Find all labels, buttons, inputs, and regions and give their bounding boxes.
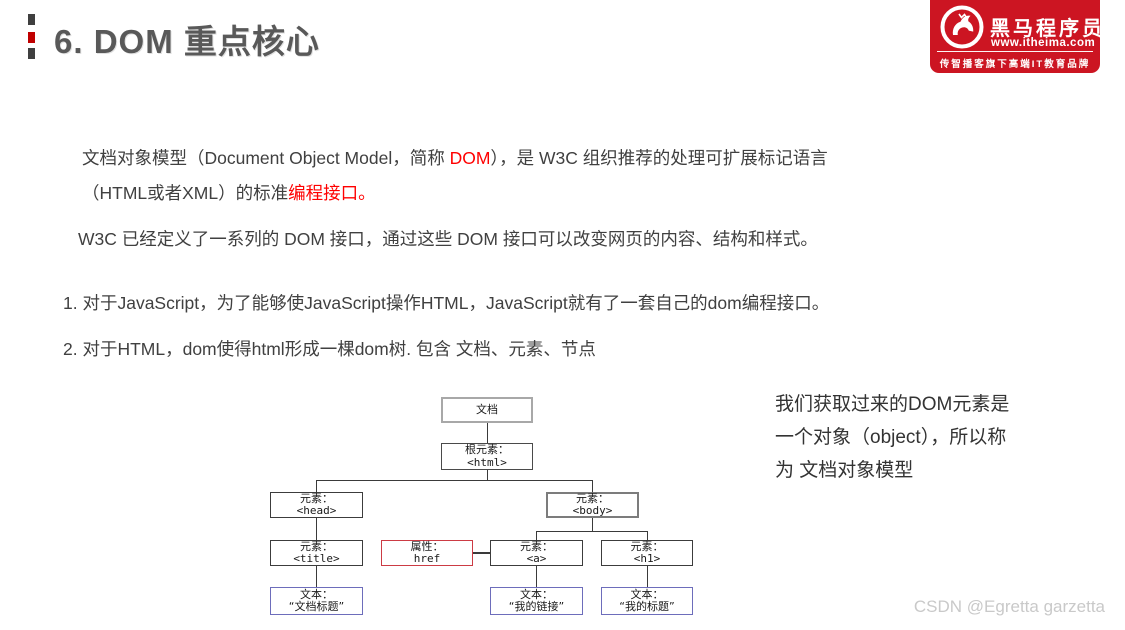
connector-href-a xyxy=(473,552,490,554)
node-document: 文档 xyxy=(441,397,533,423)
connector-h1-text xyxy=(647,566,648,587)
node-head-tag: <head> xyxy=(296,504,337,517)
node-text-doc-title-value: “文档标题” xyxy=(288,600,345,613)
dom-tree-diagram: 文档 根元素： <html> 元素： <head> 元素： <body> 元素：… xyxy=(260,390,705,626)
list-item-html: 2. 对于HTML，dom使得html形成一棵dom树. 包含 文档、元素、节点 xyxy=(63,339,596,359)
logo-divider xyxy=(937,51,1093,52)
side-note-line2: 一个对象（object），所以称 xyxy=(775,427,1007,448)
logo-url-text: www.itheima.com xyxy=(991,37,1096,49)
node-text-doc-title-label: 文本： xyxy=(300,587,333,601)
intro-line1-pre: 文档对象模型（Document Object Model，简称 xyxy=(82,148,450,168)
node-href-value: href xyxy=(413,552,441,565)
connector-head-title xyxy=(316,518,317,540)
node-text-doc-title: 文本： “文档标题” xyxy=(270,587,363,615)
node-document-label: 文档 xyxy=(476,402,498,416)
w3c-paragraph: W3C 已经定义了一系列的 DOM 接口，通过这些 DOM 接口可以改变网页的内… xyxy=(78,229,818,249)
intro-paragraph: 文档对象模型（Document Object Model，简称 DOM），是 W… xyxy=(82,141,828,211)
node-text-my-heading-value: “我的标题” xyxy=(619,600,675,613)
node-html-label: 根元素： xyxy=(465,443,509,456)
title-bullet-square-bottom xyxy=(28,48,35,59)
node-title-label: 元素： xyxy=(300,539,333,553)
node-root-html: 根元素： <html> xyxy=(441,443,533,470)
connector-h1-up xyxy=(647,531,648,540)
node-h1-tag: <h1> xyxy=(633,552,661,565)
connector-body-up xyxy=(592,480,593,492)
connector-head-up xyxy=(316,480,317,492)
intro-line2-red: 编程接口。 xyxy=(288,183,376,203)
csdn-watermark: CSDN @Egretta garzetta xyxy=(913,597,1105,616)
node-anchor: 元素： <a> xyxy=(490,540,583,566)
side-note-line1: 我们获取过来的DOM元素是 xyxy=(775,394,1010,415)
node-h1-label: 元素： xyxy=(630,539,664,553)
logo-brand-text: 黑马程序员 xyxy=(990,18,1105,40)
node-html-tag: <html> xyxy=(467,455,507,469)
side-note-line3: 为 文档对象模型 xyxy=(775,460,914,481)
connector-row2-horizontal xyxy=(536,531,648,532)
side-note: 我们获取过来的DOM元素是 一个对象（object），所以称 为 文档对象模型 xyxy=(775,388,1009,487)
title-bullet-square-middle xyxy=(28,32,35,43)
intro-line-2: （HTML或者XML）的标准编程接口。 xyxy=(82,176,828,211)
node-text-my-heading-label: 文本： xyxy=(630,587,664,601)
node-text-my-link-label: 文本： xyxy=(520,587,553,601)
connector-a-up xyxy=(536,531,537,540)
connector-doc-html xyxy=(487,423,488,443)
node-body-label: 元素： xyxy=(576,491,609,505)
itheima-logo: 黑马程序员 www.itheima.com 传智播客旗下高端IT教育品牌 xyxy=(930,0,1102,73)
connector-a-text xyxy=(536,566,537,587)
node-href-label: 属性： xyxy=(410,539,444,553)
list-item-javascript: 1. 对于JavaScript，为了能够使JavaScript操作HTML，Ja… xyxy=(63,293,830,313)
page-title: 6. DOM 重点核心 xyxy=(54,23,320,60)
node-text-my-link: 文本： “我的链接” xyxy=(490,587,583,615)
node-anchor-tag: <a> xyxy=(526,552,547,565)
connector-body-down xyxy=(592,518,593,531)
node-text-my-link-value: “我的链接” xyxy=(508,600,565,613)
node-body: 元素： <body> xyxy=(546,492,639,518)
node-attribute-href: 属性： href xyxy=(381,540,473,566)
node-head: 元素： <head> xyxy=(270,492,363,518)
horse-head-icon xyxy=(940,5,984,49)
node-title: 元素： <title> xyxy=(270,540,363,566)
connector-html-down xyxy=(487,470,488,480)
intro-line-1: 文档对象模型（Document Object Model，简称 DOM），是 W… xyxy=(82,141,828,176)
node-head-label: 元素： xyxy=(300,491,333,505)
connector-title-text xyxy=(316,566,317,587)
node-title-tag: <title> xyxy=(293,552,340,565)
connector-row1-horizontal xyxy=(316,480,593,481)
intro-line2-pre: （HTML或者XML）的标准 xyxy=(82,183,289,203)
node-body-tag: <body> xyxy=(572,504,613,517)
intro-line1-dom-red: DOM xyxy=(449,148,491,168)
title-bullet-square-top xyxy=(28,14,35,25)
intro-line1-post: ），是 W3C 组织推荐的处理可扩展标记语言 xyxy=(490,148,828,168)
node-text-my-heading: 文本： “我的标题” xyxy=(601,587,693,615)
node-h1: 元素： <h1> xyxy=(601,540,693,566)
node-anchor-label: 元素： xyxy=(520,539,553,553)
logo-tagline-text: 传智播客旗下高端IT教育品牌 xyxy=(939,59,1091,70)
